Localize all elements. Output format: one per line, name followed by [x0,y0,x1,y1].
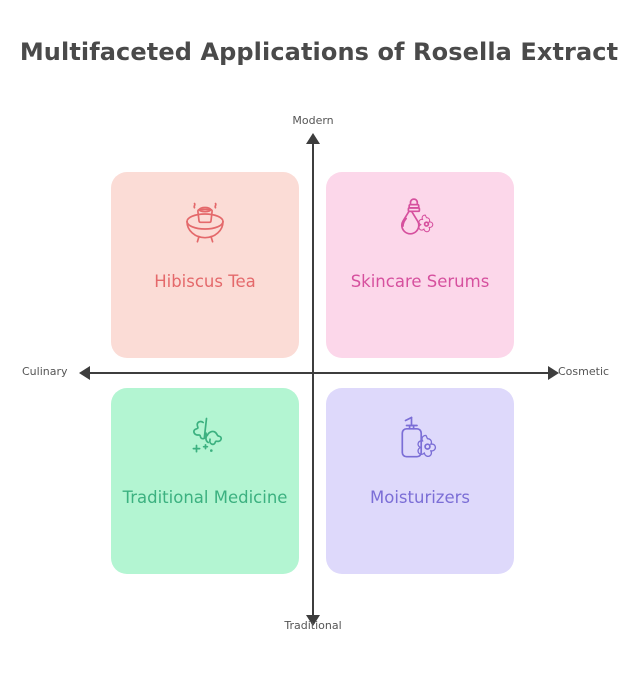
quadrant-label-skincare-serums: Skincare Serums [350,272,490,291]
quadrant-label-traditional-medicine: Traditional Medicine [122,488,288,507]
quadrant-card-traditional-medicine[interactable]: Traditional Medicine [111,388,299,574]
horizontal-axis-line [88,372,550,374]
axis-arrow-down-icon [306,615,320,626]
quadrant-card-hibiscus-tea[interactable]: Hibiscus Tea [111,172,299,358]
quadrant-card-moisturizers[interactable]: Moisturizers [326,388,514,574]
quadrant-matrix: Modern Traditional Culinary Cosmetic Hib… [0,100,638,640]
teacup-steam-icon [178,196,232,250]
axis-arrow-up-icon [306,133,320,144]
axis-label-right: Cosmetic [558,365,610,378]
dropper-bottle-flower-icon [393,196,447,250]
axis-arrow-left-icon [79,366,90,380]
herb-leaf-sparkle-icon [178,412,232,466]
quadrant-card-skincare-serums[interactable]: Skincare Serums [326,172,514,358]
quadrant-label-hibiscus-tea: Hibiscus Tea [154,272,256,291]
quadrant-label-moisturizers: Moisturizers [370,488,470,507]
page-title: Multifaceted Applications of Rosella Ext… [19,38,619,66]
axis-arrow-right-icon [548,366,559,380]
axis-label-left: Culinary [22,365,68,378]
pump-bottle-flower-icon [393,412,447,466]
vertical-axis-line [312,142,314,618]
axis-label-top: Modern [292,114,334,127]
axis-label-bottom: Traditional [284,619,342,632]
